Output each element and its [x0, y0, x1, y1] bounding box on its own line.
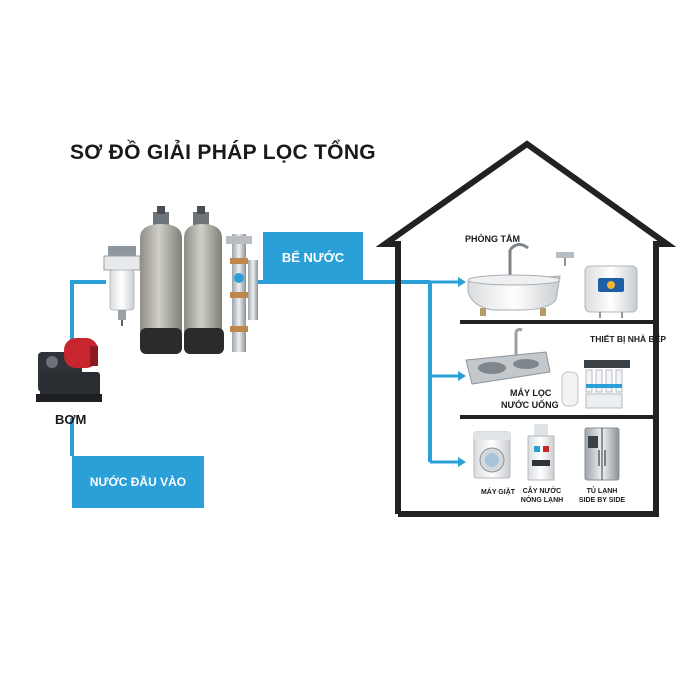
water-tank-label: BỂ NƯỚC	[281, 249, 345, 265]
kitchen-sink-icon	[465, 328, 551, 385]
prefilter-icon	[103, 246, 141, 326]
bathroom-label: PHÒNG TẮM	[465, 234, 520, 244]
water-inlet-label-box: NƯỚC ĐẦU VÀO	[72, 456, 204, 508]
page-title: SƠ ĐỒ GIẢI PHÁP LỌC TỔNG	[70, 141, 376, 164]
pipe-arrows	[430, 277, 466, 467]
fridge-label-line1: TỦ LẠNH	[586, 488, 618, 495]
filter-tank-1-icon	[140, 206, 182, 354]
water-dispenser-icon	[527, 424, 555, 481]
water-heater-icon	[584, 265, 638, 318]
kitchen-label: THIẾT BỊ NHÀ BẾP	[590, 334, 667, 344]
fridge-label-line2: SIDE BY SIDE	[578, 497, 626, 504]
water-dispenser-label-line1: CÂY NƯỚC	[522, 488, 562, 495]
post-filter-pipework-icon	[226, 234, 258, 352]
ro-purifier-icon	[561, 360, 630, 409]
bathtub-icon	[467, 243, 574, 316]
house-outline	[375, 140, 677, 517]
house-floor-dividers	[460, 320, 656, 419]
pipe-pump-to-filter	[70, 280, 106, 345]
fridge-icon	[584, 427, 620, 481]
water-inlet-label: NƯỚC ĐẦU VÀO	[89, 475, 187, 489]
ro-purifier-label-line1: MÁY LỌC	[510, 388, 552, 398]
pump-label: BƠM	[55, 412, 87, 427]
pump-icon	[36, 338, 102, 402]
ro-purifier-label-line2: NƯỚC UỐNG	[501, 400, 559, 410]
water-dispenser-label-line2: NÓNG LẠNH	[520, 497, 564, 504]
washing-machine-icon	[473, 431, 511, 479]
filter-tank-2-icon	[184, 206, 224, 354]
pipe-network	[70, 280, 432, 462]
washing-machine-label: MÁY GIẶT	[480, 489, 516, 496]
water-tank-label-box: BỂ NƯỚC	[263, 232, 363, 282]
